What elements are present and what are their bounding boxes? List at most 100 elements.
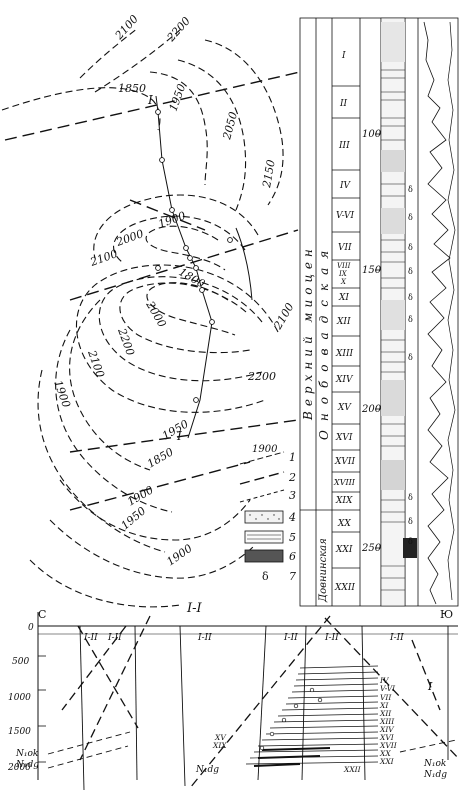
contour-line [177, 59, 247, 211]
horizon-label: XVII [334, 457, 355, 467]
svg-text:δ: δ [408, 213, 413, 222]
contour-line [49, 519, 256, 579]
section-depth-label: 2000 [7, 763, 31, 773]
contour-line [37, 369, 166, 553]
contour-label: 1950 [160, 417, 191, 442]
svg-text:δ: δ [408, 243, 413, 252]
legend-symbol-dashed [239, 489, 285, 503]
horizon-label: V-VI [336, 211, 355, 221]
contour-label: 1850 [145, 445, 176, 470]
well-marker [183, 245, 189, 251]
contour-label: 1850 [118, 82, 146, 95]
stratigraphic-column: Верхний миоцен Онобовадская Довнинская I [299, 17, 459, 607]
horizon-label: XV [214, 733, 227, 742]
contour-label: 1900 [164, 542, 194, 569]
section-depth-label: 1000 [8, 693, 31, 703]
fault-line [189, 615, 331, 789]
section-title: I-I [186, 601, 203, 616]
horizon-label: XVII [379, 741, 398, 750]
legend-symbol-fault [239, 471, 285, 485]
stratum-label: N₁ok [423, 759, 446, 769]
contour-line [113, 215, 246, 263]
contour-label: 1950 [119, 504, 149, 532]
depth-label: 1500 [362, 265, 388, 276]
horizon-label: XIX [212, 741, 227, 750]
contour-line [1, 87, 161, 131]
fault-line [77, 625, 139, 729]
horizon-label: XII [379, 709, 392, 718]
horizon-label: XIII [379, 717, 395, 726]
block-label: I-II [283, 633, 298, 643]
fault-line [324, 617, 460, 761]
fault-line [69, 461, 251, 511]
horizon-label: XX [337, 519, 351, 529]
section-end-label: I [176, 429, 182, 443]
series-label: Верхний миоцен [301, 244, 315, 421]
contour-line [55, 329, 173, 513]
resistivity-log-curve [447, 21, 456, 601]
legend: 1900 δ 1 2 3 4 5 6 7 [239, 444, 296, 583]
section-end-south: Ю [440, 608, 453, 621]
stratum-label: N₁ok [15, 749, 38, 759]
contour-line [94, 27, 183, 93]
horizon-label: XX [379, 749, 391, 758]
contour-label: 1900 [51, 379, 73, 410]
contour-label: 2200 [115, 326, 137, 358]
block-label: I-II [389, 633, 404, 643]
svg-text:δ: δ [408, 185, 413, 194]
depth-label: 2500 [361, 543, 388, 554]
section-depth-label: 1500 [8, 727, 31, 737]
horizon-label: XIV [379, 725, 395, 734]
legend-symbol-contour [239, 451, 285, 465]
svg-text:δ: δ [408, 353, 413, 362]
horizon-label: X [340, 278, 347, 286]
contour-label: 2100 [88, 247, 120, 269]
contour-line [149, 71, 208, 186]
legend-symbol-sign: δ [262, 570, 269, 583]
depth-label: 2000 [361, 404, 388, 415]
cross-section: 0 500 1000 1500 2000 I-I С Ю [7, 601, 460, 791]
horizon-lines [245, 665, 379, 765]
section-depth-label: 0 [28, 623, 34, 633]
legend-number: 4 [288, 511, 296, 524]
roman-marker: I [427, 680, 433, 693]
horizon-label: VII [338, 243, 352, 253]
well-marker [187, 255, 193, 261]
horizon-label: XII [336, 317, 351, 327]
svg-text:δ: δ [408, 293, 413, 302]
contour-label: 1900 [157, 209, 188, 231]
section-depth-label: 500 [12, 657, 29, 667]
contour-label: 2200 [247, 370, 276, 383]
contour-label: 2100 [112, 13, 141, 43]
legend-number: 6 [289, 550, 296, 563]
horizon-label: XIX [335, 496, 353, 506]
contour-line [79, 27, 139, 79]
svg-text:δ: δ [408, 493, 413, 502]
legend-number: 3 [289, 489, 296, 502]
fault-line [61, 625, 127, 711]
fault-line [4, 71, 301, 141]
horizon-label: XI [379, 701, 389, 710]
stratum-label: N₁dg [15, 760, 39, 770]
stratum-label: N₁dg [423, 770, 447, 780]
contour-line [146, 282, 236, 336]
well-marker [193, 397, 199, 403]
well-marker [155, 109, 161, 115]
well-marker [209, 319, 215, 325]
svg-text:δ: δ [408, 537, 413, 546]
horizon-label: XIV [335, 375, 354, 385]
horizon-label: XXII [334, 583, 355, 593]
contour-line [145, 225, 226, 271]
fault-line [411, 639, 441, 711]
horizon-label: II [339, 99, 348, 109]
horizon-label: VII [380, 693, 392, 702]
section-end-north: С [38, 608, 46, 621]
horizon-label: VIII [337, 262, 351, 270]
horizon-label: XIII [335, 349, 354, 359]
horizon-label: XVI [335, 433, 353, 443]
suite-label: Онобовадская [317, 242, 331, 440]
fault-line [129, 199, 206, 231]
well-marker [169, 207, 175, 213]
legend-swatch-oil [244, 549, 284, 563]
